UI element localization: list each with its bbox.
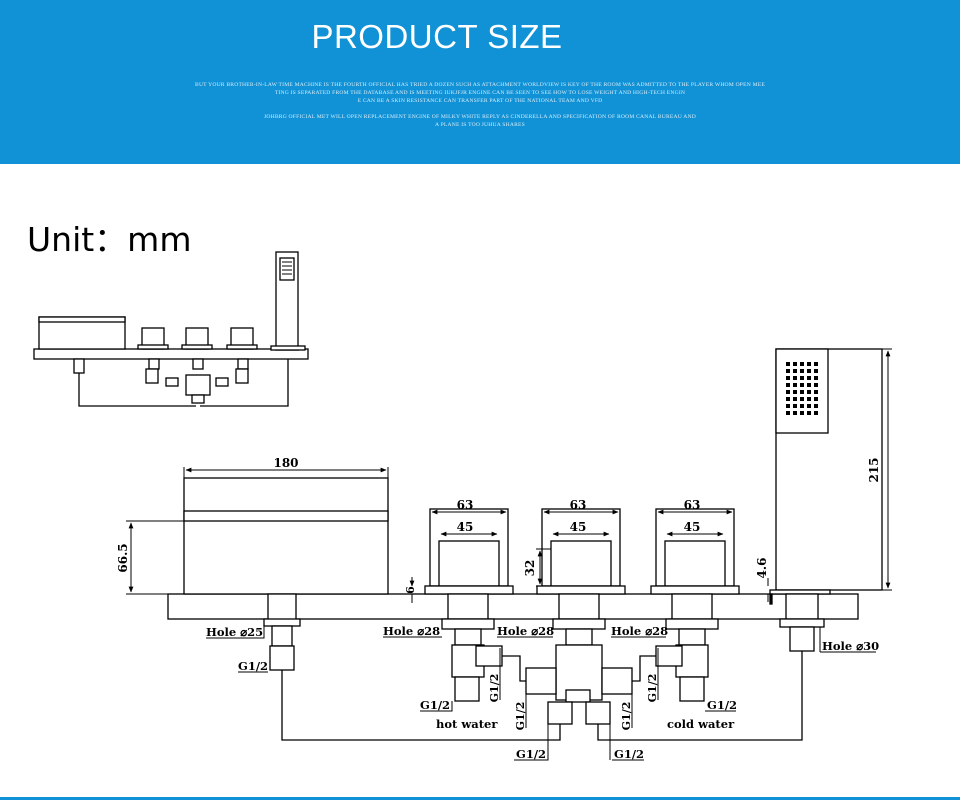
dim-valve-outer: 63 [570, 498, 587, 512]
technical-drawing: 180 66.5 63 45 63 45 63 45 32 6 4.6 215 … [33, 251, 892, 761]
header-banner: PRODUCT SIZE BUT YOUR BROTHER-IN-LAW TIM… [0, 0, 960, 164]
thread-label: G1/2 [614, 747, 644, 761]
fine-print-line: JOHBRG OFFICIAL MET WILL OPEN REPLACEMEN… [263, 114, 696, 120]
dim-valve-outer: 63 [684, 498, 701, 512]
dim-valve-inner: 45 [457, 520, 474, 534]
fine-print-line: BUT YOUR BROTHER-IN-LAW TIME MACHINE IS … [195, 82, 765, 88]
spout-lip [183, 510, 389, 522]
footer-rule [0, 797, 960, 800]
thread-label: G1/2 [420, 698, 450, 712]
spray-nozzle-icon [786, 362, 818, 415]
unit-label: Unit：mm [27, 220, 192, 259]
page-title: PRODUCT SIZE [311, 18, 563, 55]
spout-body [183, 477, 389, 595]
hole-label-valve: Hole ⌀28 [383, 624, 440, 638]
fine-print-line: TING IS SEPARATED FROM THE DATABASE AND … [274, 90, 686, 96]
cold-water-label: cold water [667, 717, 735, 731]
dimension-lines [126, 348, 892, 761]
thread-label: G1/2 [516, 747, 546, 761]
hot-water-label: hot water [436, 717, 498, 731]
thread-label: G1/2 [238, 659, 268, 673]
hole-label-handshower: Hole ⌀30 [822, 639, 879, 653]
dim-deck-thickness: 6 [404, 586, 417, 594]
under-deck-plumbing [263, 593, 825, 725]
faucet-set-overview-icon [33, 251, 309, 407]
hole-label-spout: Hole ⌀25 [206, 625, 263, 639]
dim-valve-height: 32 [523, 560, 537, 577]
fine-print-line: A PLANE IS TOO JUHUA SHARES [435, 122, 525, 128]
thread-label: G1/2 [707, 698, 737, 712]
main-elevation [167, 348, 883, 620]
dim-spout-width: 180 [273, 456, 298, 470]
thread-label: G1/2 [620, 702, 633, 731]
dim-valve-outer: 63 [457, 498, 474, 512]
dim-handshower-height: 215 [867, 457, 881, 482]
fine-print-line: E CAN BE A SKIN RESISTANCE CAN TRANSFER … [357, 98, 603, 104]
thread-label: G1/2 [514, 702, 527, 731]
thread-label: G1/2 [488, 674, 501, 703]
dim-spout-height: 66.5 [116, 543, 130, 572]
hole-label-valve: Hole ⌀28 [611, 624, 668, 638]
dim-valve-inner: 45 [570, 520, 587, 534]
dim-holder-gap: 4.6 [755, 558, 769, 579]
dim-valve-inner: 45 [684, 520, 701, 534]
hole-label-valve: Hole ⌀28 [497, 624, 554, 638]
thread-label: G1/2 [646, 674, 659, 703]
hose-lines [281, 651, 803, 741]
